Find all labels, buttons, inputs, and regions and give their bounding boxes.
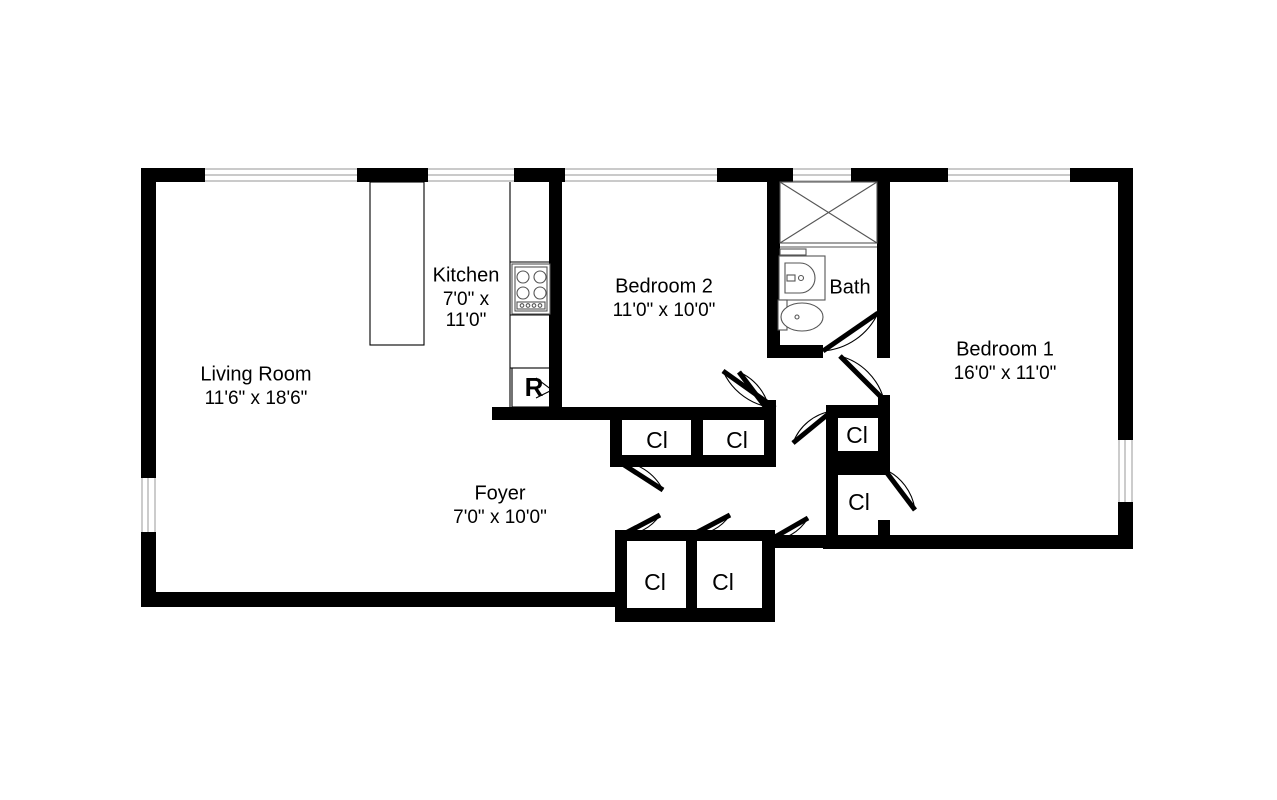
room-label-bedroom-1: Bedroom 1 — [956, 338, 1054, 360]
wall-closet-foyer-lower-right — [762, 530, 775, 620]
wall-top-segment-4 — [717, 168, 793, 182]
window-living-room-left — [141, 478, 156, 532]
wall-closet-foyer-upper-bottom-l — [610, 455, 691, 467]
wall-bedroom2-foyer — [492, 407, 709, 420]
refrigerator-icon — [511, 367, 551, 408]
room-dim-kitchen-line1: 7'0" x — [443, 289, 490, 310]
closet-label-foyer-lower-right: Cl — [712, 569, 734, 595]
window-bedroom2-top — [565, 168, 717, 182]
door-entry — [766, 515, 810, 544]
door-closet-foyer-lower-left — [620, 512, 662, 538]
room-label-living-room: Living Room — [200, 363, 311, 385]
closet-labels: Cl Cl Cl Cl Cl Cl — [644, 422, 870, 595]
window-living-room-top-left — [205, 168, 357, 182]
wall-closet-foyer-lower-top-l — [627, 530, 686, 541]
window-bedroom1-right — [1118, 440, 1133, 502]
wall-kitchen-bedroom2-partition — [549, 168, 562, 420]
window-kitchen-top — [428, 168, 514, 182]
window-bedroom1-top — [948, 168, 1070, 182]
door-closet-foyer-upper-right — [737, 370, 772, 415]
bathtub-icon — [779, 181, 878, 256]
doors — [616, 310, 917, 544]
room-label-bath: Bath — [829, 276, 870, 298]
door-bath — [821, 310, 880, 354]
closet-label-bedroom1-lower: Cl — [848, 489, 870, 515]
wall-closet-bed1-upper-bottom — [826, 451, 890, 463]
wall-top-segment-5 — [851, 168, 948, 182]
wall-closet-bed1-upper-top — [826, 405, 890, 418]
wall-closet-foyer-upper-top-r — [703, 407, 776, 420]
wall-closet-bed1-upper-left — [826, 405, 838, 463]
wall-closet-foyer-upper-bottom-r — [691, 455, 776, 467]
room-dim-foyer: 7'0" x 10'0" — [453, 507, 547, 528]
wall-left-upper — [141, 168, 156, 478]
wall-top-segment-6 — [1070, 168, 1133, 182]
door-closet-foyer-upper-left — [616, 458, 665, 493]
wall-bottom-left — [141, 592, 615, 607]
door-bedroom1 — [838, 354, 886, 402]
refrigerator-label: R — [525, 372, 544, 402]
room-label-kitchen: Kitchen — [433, 264, 500, 286]
room-dim-kitchen-line2: 11'0" — [446, 310, 487, 331]
closet-label-foyer-upper-left: Cl — [646, 427, 668, 453]
wall-closet-bed1-lower-top — [826, 463, 890, 475]
wall-closet-bed1-upper-right — [878, 395, 890, 463]
wall-top-segment-2 — [357, 168, 428, 182]
sink-icon — [778, 255, 826, 301]
wall-left-lower — [141, 532, 156, 607]
room-labels: Living Room 11'6" x 18'6" Kitchen 7'0" x… — [200, 264, 1056, 528]
room-label-foyer: Foyer — [474, 482, 525, 504]
room-dim-living-room: 11'6" x 18'6" — [205, 388, 308, 409]
kitchen-fixtures: R — [369, 181, 554, 408]
room-dim-bedroom-2: 11'0" x 10'0" — [613, 300, 716, 321]
wall-closet-bed1-lower-bottom — [826, 535, 890, 549]
room-dim-bedroom-1: 16'0" x 11'0" — [954, 363, 1057, 384]
wall-right-upper — [1118, 168, 1133, 440]
wall-closet-bed1-lower-left — [826, 463, 838, 549]
windows — [141, 168, 1133, 532]
bath-fixtures — [777, 181, 878, 332]
window-bath-top — [793, 168, 851, 182]
wall-closet-foyer-lower-mid — [686, 530, 697, 620]
wall-top-segment-1 — [141, 168, 205, 182]
kitchen-island — [369, 181, 425, 346]
refrigerator-door-tick — [535, 377, 554, 399]
wall-closet-foyer-lower-bottom — [615, 608, 775, 622]
wall-bath-left — [767, 168, 780, 358]
closet-label-foyer-lower-left: Cl — [644, 569, 666, 595]
wall-closet-foyer-lower-top-m — [697, 530, 762, 541]
wall-bedroom1-left-upper — [877, 168, 890, 358]
walls — [141, 168, 1133, 622]
closet-label-bedroom1-upper: Cl — [846, 422, 868, 448]
toilet-icon — [777, 299, 824, 332]
wall-bath-bottom — [767, 345, 823, 358]
wall-closet-foyer-lower-left-side — [615, 530, 627, 620]
wall-bedroom1-bottom — [823, 535, 1133, 549]
room-label-bedroom-2: Bedroom 2 — [615, 275, 713, 297]
door-closet-foyer-lower-right — [690, 512, 732, 538]
closet-label-foyer-upper-right: Cl — [726, 427, 748, 453]
door-closet-bedroom1-upper — [791, 409, 834, 445]
stove-icon — [511, 263, 551, 315]
door-closet-bedroom1-lower — [882, 467, 917, 512]
